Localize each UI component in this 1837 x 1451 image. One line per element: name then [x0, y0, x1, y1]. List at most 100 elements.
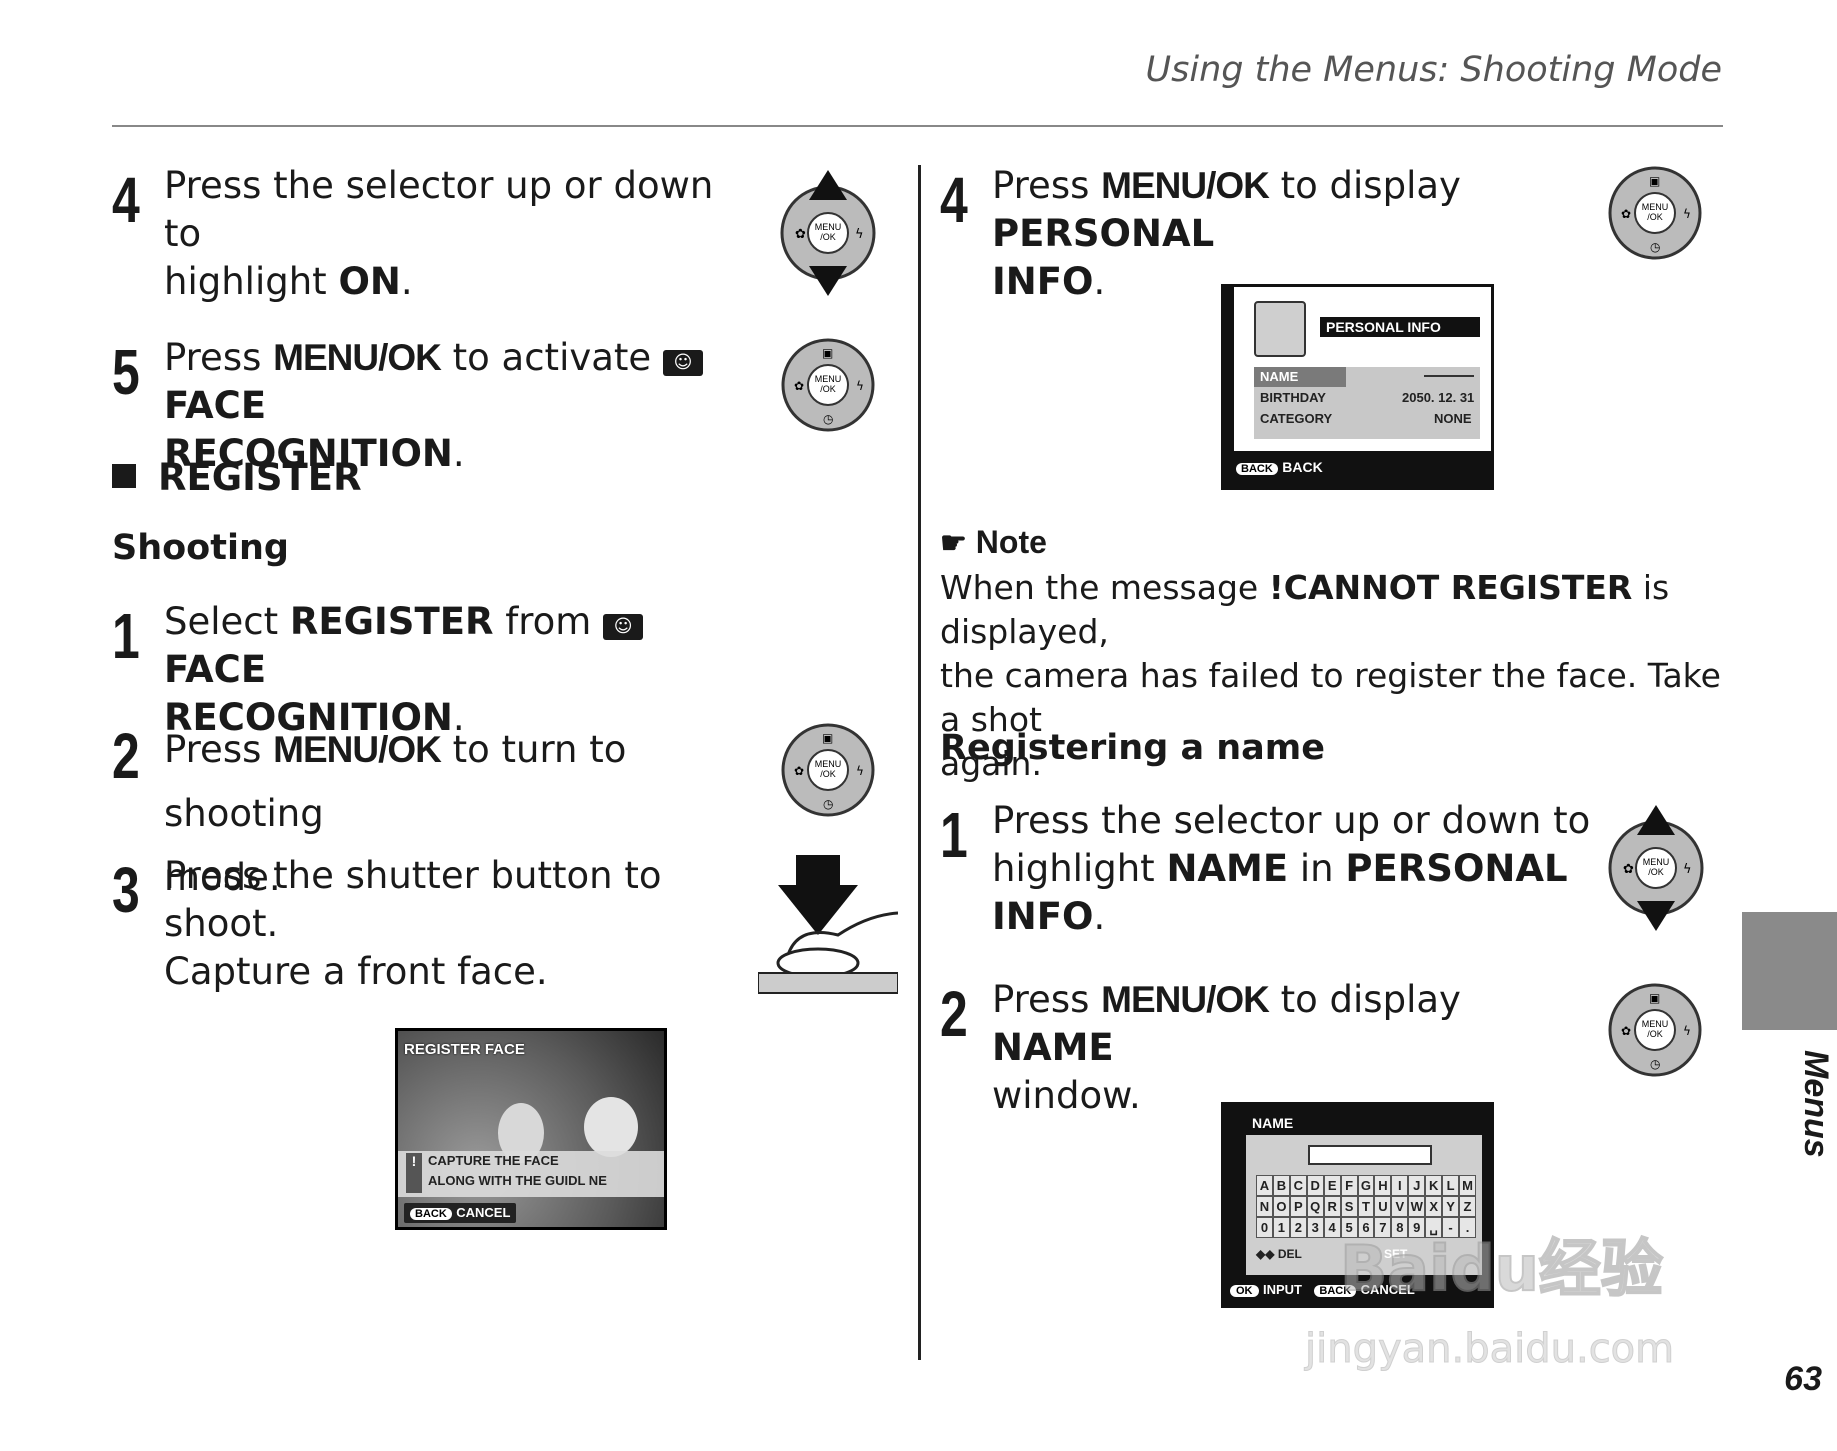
keyboard-key: F — [1340, 1175, 1358, 1196]
screen-title: REGISTER FACE — [404, 1041, 525, 1058]
svg-text:✿: ✿ — [1621, 1024, 1631, 1038]
svg-text:MENU: MENU — [1643, 857, 1670, 867]
back-key-icon: BACK — [1314, 1285, 1357, 1297]
keyboard-key: D — [1306, 1175, 1324, 1196]
back-label: BACK — [1282, 459, 1323, 475]
svg-text:▣: ▣ — [822, 346, 833, 360]
back-key-icon: BACK — [1236, 463, 1278, 475]
pointing-hand-icon: ☛ — [940, 527, 967, 560]
keyboard-key: - — [1442, 1217, 1460, 1238]
keyboard-key: C — [1289, 1175, 1307, 1196]
svg-text:▣: ▣ — [1649, 991, 1660, 1005]
svg-text:ϟ: ϟ — [856, 764, 864, 778]
sub-heading: Shooting — [112, 528, 289, 568]
step-number: 3 — [112, 854, 140, 926]
screen-title: NAME — [1252, 1115, 1294, 1131]
row-label: BIRTHDAY — [1260, 390, 1326, 405]
personal-info-screen: PERSONAL INFO NAME BIRTHDAY 2050. 12. 31… — [1221, 284, 1494, 490]
menu-ok-dial-icon: MENU /OK ▣ ✿ ϟ ◷ — [1608, 983, 1702, 1077]
note-body: When the message !CANNOT REGISTER is dis… — [940, 568, 1721, 783]
svg-text:ϟ: ϟ — [856, 379, 864, 393]
step-text: Press MENU/OK to display PERSONAL INFO. — [992, 164, 1461, 303]
keyboard-key: 9 — [1408, 1217, 1426, 1238]
svg-text:◷: ◷ — [1650, 1057, 1661, 1071]
svg-text:/OK: /OK — [820, 232, 836, 242]
svg-text:ϟ: ϟ — [855, 227, 864, 242]
keyboard-key: H — [1374, 1175, 1392, 1196]
keyboard-key: B — [1272, 1175, 1290, 1196]
arrow-right-icon — [1424, 375, 1474, 377]
keyboard-key: 2 — [1289, 1217, 1307, 1238]
cancel-label: CANCEL — [1360, 1282, 1415, 1297]
name-input-field — [1308, 1145, 1432, 1165]
keyboard-key: Y — [1442, 1196, 1460, 1217]
section-tab-label: Menus — [1797, 1050, 1835, 1158]
keyboard-key: 7 — [1374, 1217, 1392, 1238]
svg-text:✿: ✿ — [794, 379, 804, 393]
ok-key-icon: OK — [1230, 1285, 1259, 1297]
running-header: Using the Menus: Shooting Mode — [1145, 50, 1722, 90]
keyboard-key: N — [1256, 1196, 1273, 1217]
menu-ok-dial-icon: MENU /OK ▣ ✿ ϟ ◷ — [1608, 166, 1702, 260]
keyboard-key: P — [1289, 1196, 1307, 1217]
svg-text:/OK: /OK — [820, 769, 836, 779]
keyboard-key: T — [1357, 1196, 1375, 1217]
selector-updown-icon: MENU /OK ✿ ϟ — [780, 170, 876, 296]
sub-heading: Registering a name — [940, 728, 1325, 768]
svg-text:✿: ✿ — [1623, 862, 1634, 877]
svg-text:MENU: MENU — [815, 222, 842, 232]
row-value: NONE — [1434, 411, 1472, 426]
input-label: INPUT — [1262, 1282, 1302, 1297]
keyboard-key: 4 — [1323, 1217, 1341, 1238]
screen-message: CAPTURE THE FACE — [428, 1153, 559, 1168]
shutter-button-icon — [758, 855, 898, 994]
keyboard-key: . — [1459, 1217, 1476, 1238]
delete-label: DEL — [1277, 1247, 1302, 1261]
keyboard-key: S — [1340, 1196, 1358, 1217]
step-text: Select REGISTER from ☺ FACE RECOGNITION. — [164, 598, 744, 742]
step-text: Press the shutter button to shoot. Captu… — [164, 854, 662, 993]
step-number: 2 — [940, 978, 968, 1050]
keyboard-key: R — [1323, 1196, 1341, 1217]
svg-text:MENU: MENU — [1642, 202, 1669, 212]
svg-text:/OK: /OK — [1647, 1029, 1663, 1039]
step-number: 4 — [112, 164, 140, 236]
screen-title: PERSONAL INFO — [1326, 319, 1441, 335]
keyboard-key: A — [1256, 1175, 1273, 1196]
watermark-url: jingyan.baidu.com — [1304, 1326, 1675, 1373]
note-heading: ☛ Note — [940, 524, 1047, 560]
svg-text:MENU: MENU — [815, 374, 842, 384]
row-label: CATEGORY — [1260, 411, 1333, 426]
warning-icon: ! — [406, 1153, 422, 1193]
keyboard-key: ␣ — [1425, 1217, 1443, 1238]
keyboard-key: X — [1425, 1196, 1443, 1217]
screen-message: ALONG WITH THE GUIDL NE — [428, 1173, 607, 1188]
section-tab — [1742, 912, 1837, 1030]
svg-text:◷: ◷ — [1650, 240, 1661, 254]
keyboard-key: V — [1391, 1196, 1409, 1217]
keyboard-key: Q — [1306, 1196, 1324, 1217]
selector-updown-icon: MENU /OK ✿ ϟ — [1608, 805, 1704, 931]
svg-text:▣: ▣ — [822, 731, 833, 745]
keyboard-key: 0 — [1256, 1217, 1273, 1238]
face-thumbnail — [1254, 301, 1306, 357]
back-key-icon: BACK — [410, 1208, 452, 1220]
square-bullet-icon — [112, 464, 136, 488]
cancel-label: CANCEL — [456, 1205, 511, 1220]
keyboard-key: U — [1374, 1196, 1392, 1217]
menu-ok-dial-icon: MENU /OK ▣ ✿ ϟ ◷ — [781, 723, 875, 817]
svg-text:MENU: MENU — [1642, 1019, 1669, 1029]
svg-text:◷: ◷ — [823, 412, 834, 426]
svg-text:/OK: /OK — [1647, 212, 1663, 222]
keyboard-key: 8 — [1391, 1217, 1409, 1238]
step-number: 4 — [940, 164, 968, 236]
keyboard-key: 6 — [1357, 1217, 1375, 1238]
step-number: 5 — [112, 336, 140, 408]
svg-text:✿: ✿ — [1621, 207, 1631, 221]
register-face-screen: REGISTER FACE ! CAPTURE THE FACE ALONG W… — [395, 1028, 667, 1230]
keyboard-key: I — [1391, 1175, 1409, 1196]
